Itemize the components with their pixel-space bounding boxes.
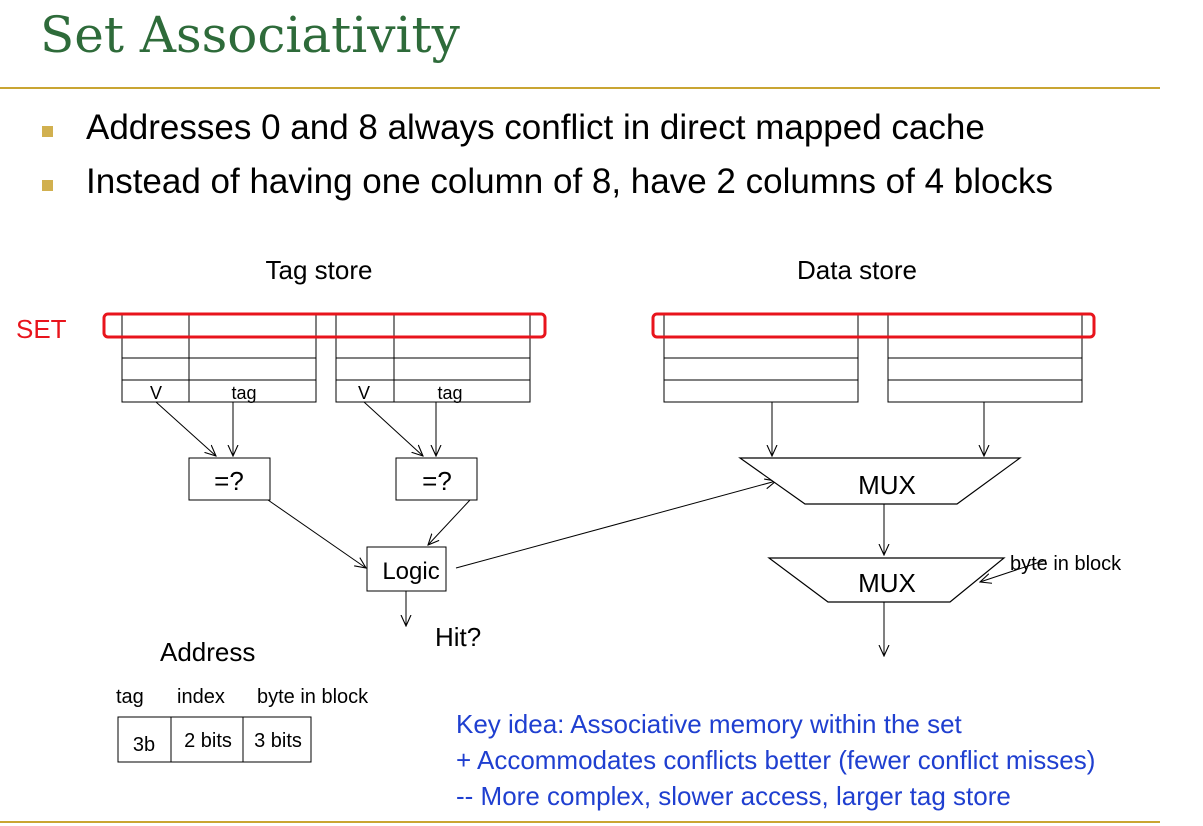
address-field-size: 2 bits: [184, 730, 232, 752]
bullet-square-icon: [42, 126, 53, 137]
set-label: SET: [16, 314, 67, 344]
mux-select-arrow: [455, 481, 776, 569]
key-idea-line: -- More complex, slower access, larger t…: [456, 781, 1011, 811]
data-store-way-1: [887, 314, 1083, 403]
comparator-label: =?: [422, 466, 452, 496]
footer-divider: [0, 821, 1160, 823]
mux-label: MUX: [858, 470, 916, 500]
bullet-item: Instead of having one column of 8, have …: [40, 162, 1053, 216]
address-field-size: 3 bits: [254, 730, 302, 752]
valid-bit-label: V: [150, 383, 162, 403]
data-store-label: Data store: [797, 255, 917, 285]
logic-input-arrows: [267, 499, 471, 568]
slide-title: Set Associativity: [40, 6, 460, 64]
logic-block: [366, 546, 447, 592]
address-title: Address: [160, 637, 255, 667]
data-arrows: [772, 402, 984, 456]
compare-arrows: [155, 401, 436, 456]
tag-store-label: Tag store: [266, 255, 373, 285]
address-field-size: 3b: [133, 734, 155, 756]
bullet-list: Addresses 0 and 8 always conflict in dir…: [40, 108, 1053, 216]
logic-label: Logic: [382, 558, 439, 585]
bullet-square-icon: [42, 180, 53, 191]
set-highlight-tag-store: [102, 312, 547, 339]
tag-field-label: tag: [231, 383, 256, 403]
address-field-label: index: [177, 686, 225, 708]
comparator-label: =?: [214, 466, 244, 496]
comparator-way-0: [188, 457, 271, 501]
address-format: [117, 716, 312, 763]
mux-label: MUX: [858, 568, 916, 598]
valid-bit-label: V: [358, 383, 370, 403]
byte-in-block-label: byte in block: [1010, 553, 1122, 575]
tag-field-label: tag: [437, 383, 462, 403]
address-field-label: tag: [116, 686, 144, 708]
title-divider: [0, 87, 1160, 89]
key-idea: Key idea: Associative memory within the …: [456, 706, 1095, 814]
comparator-way-1: [395, 457, 478, 501]
data-store-way-0: [663, 314, 859, 403]
byte-select-arrow: [980, 559, 1047, 582]
address-field-label: byte in block: [257, 686, 369, 708]
bullet-text: Instead of having one column of 8, have …: [86, 162, 1053, 201]
hit-label: Hit?: [435, 622, 481, 652]
set-highlight-data-store: [651, 312, 1096, 339]
bullet-text: Addresses 0 and 8 always conflict in dir…: [86, 108, 985, 147]
way-mux: [738, 457, 1022, 505]
bullet-item: Addresses 0 and 8 always conflict in dir…: [40, 108, 1053, 162]
key-idea-line: Key idea: Associative memory within the …: [456, 709, 962, 739]
key-idea-line: + Accommodates conflicts better (fewer c…: [456, 745, 1096, 775]
byte-mux: [767, 557, 1006, 603]
